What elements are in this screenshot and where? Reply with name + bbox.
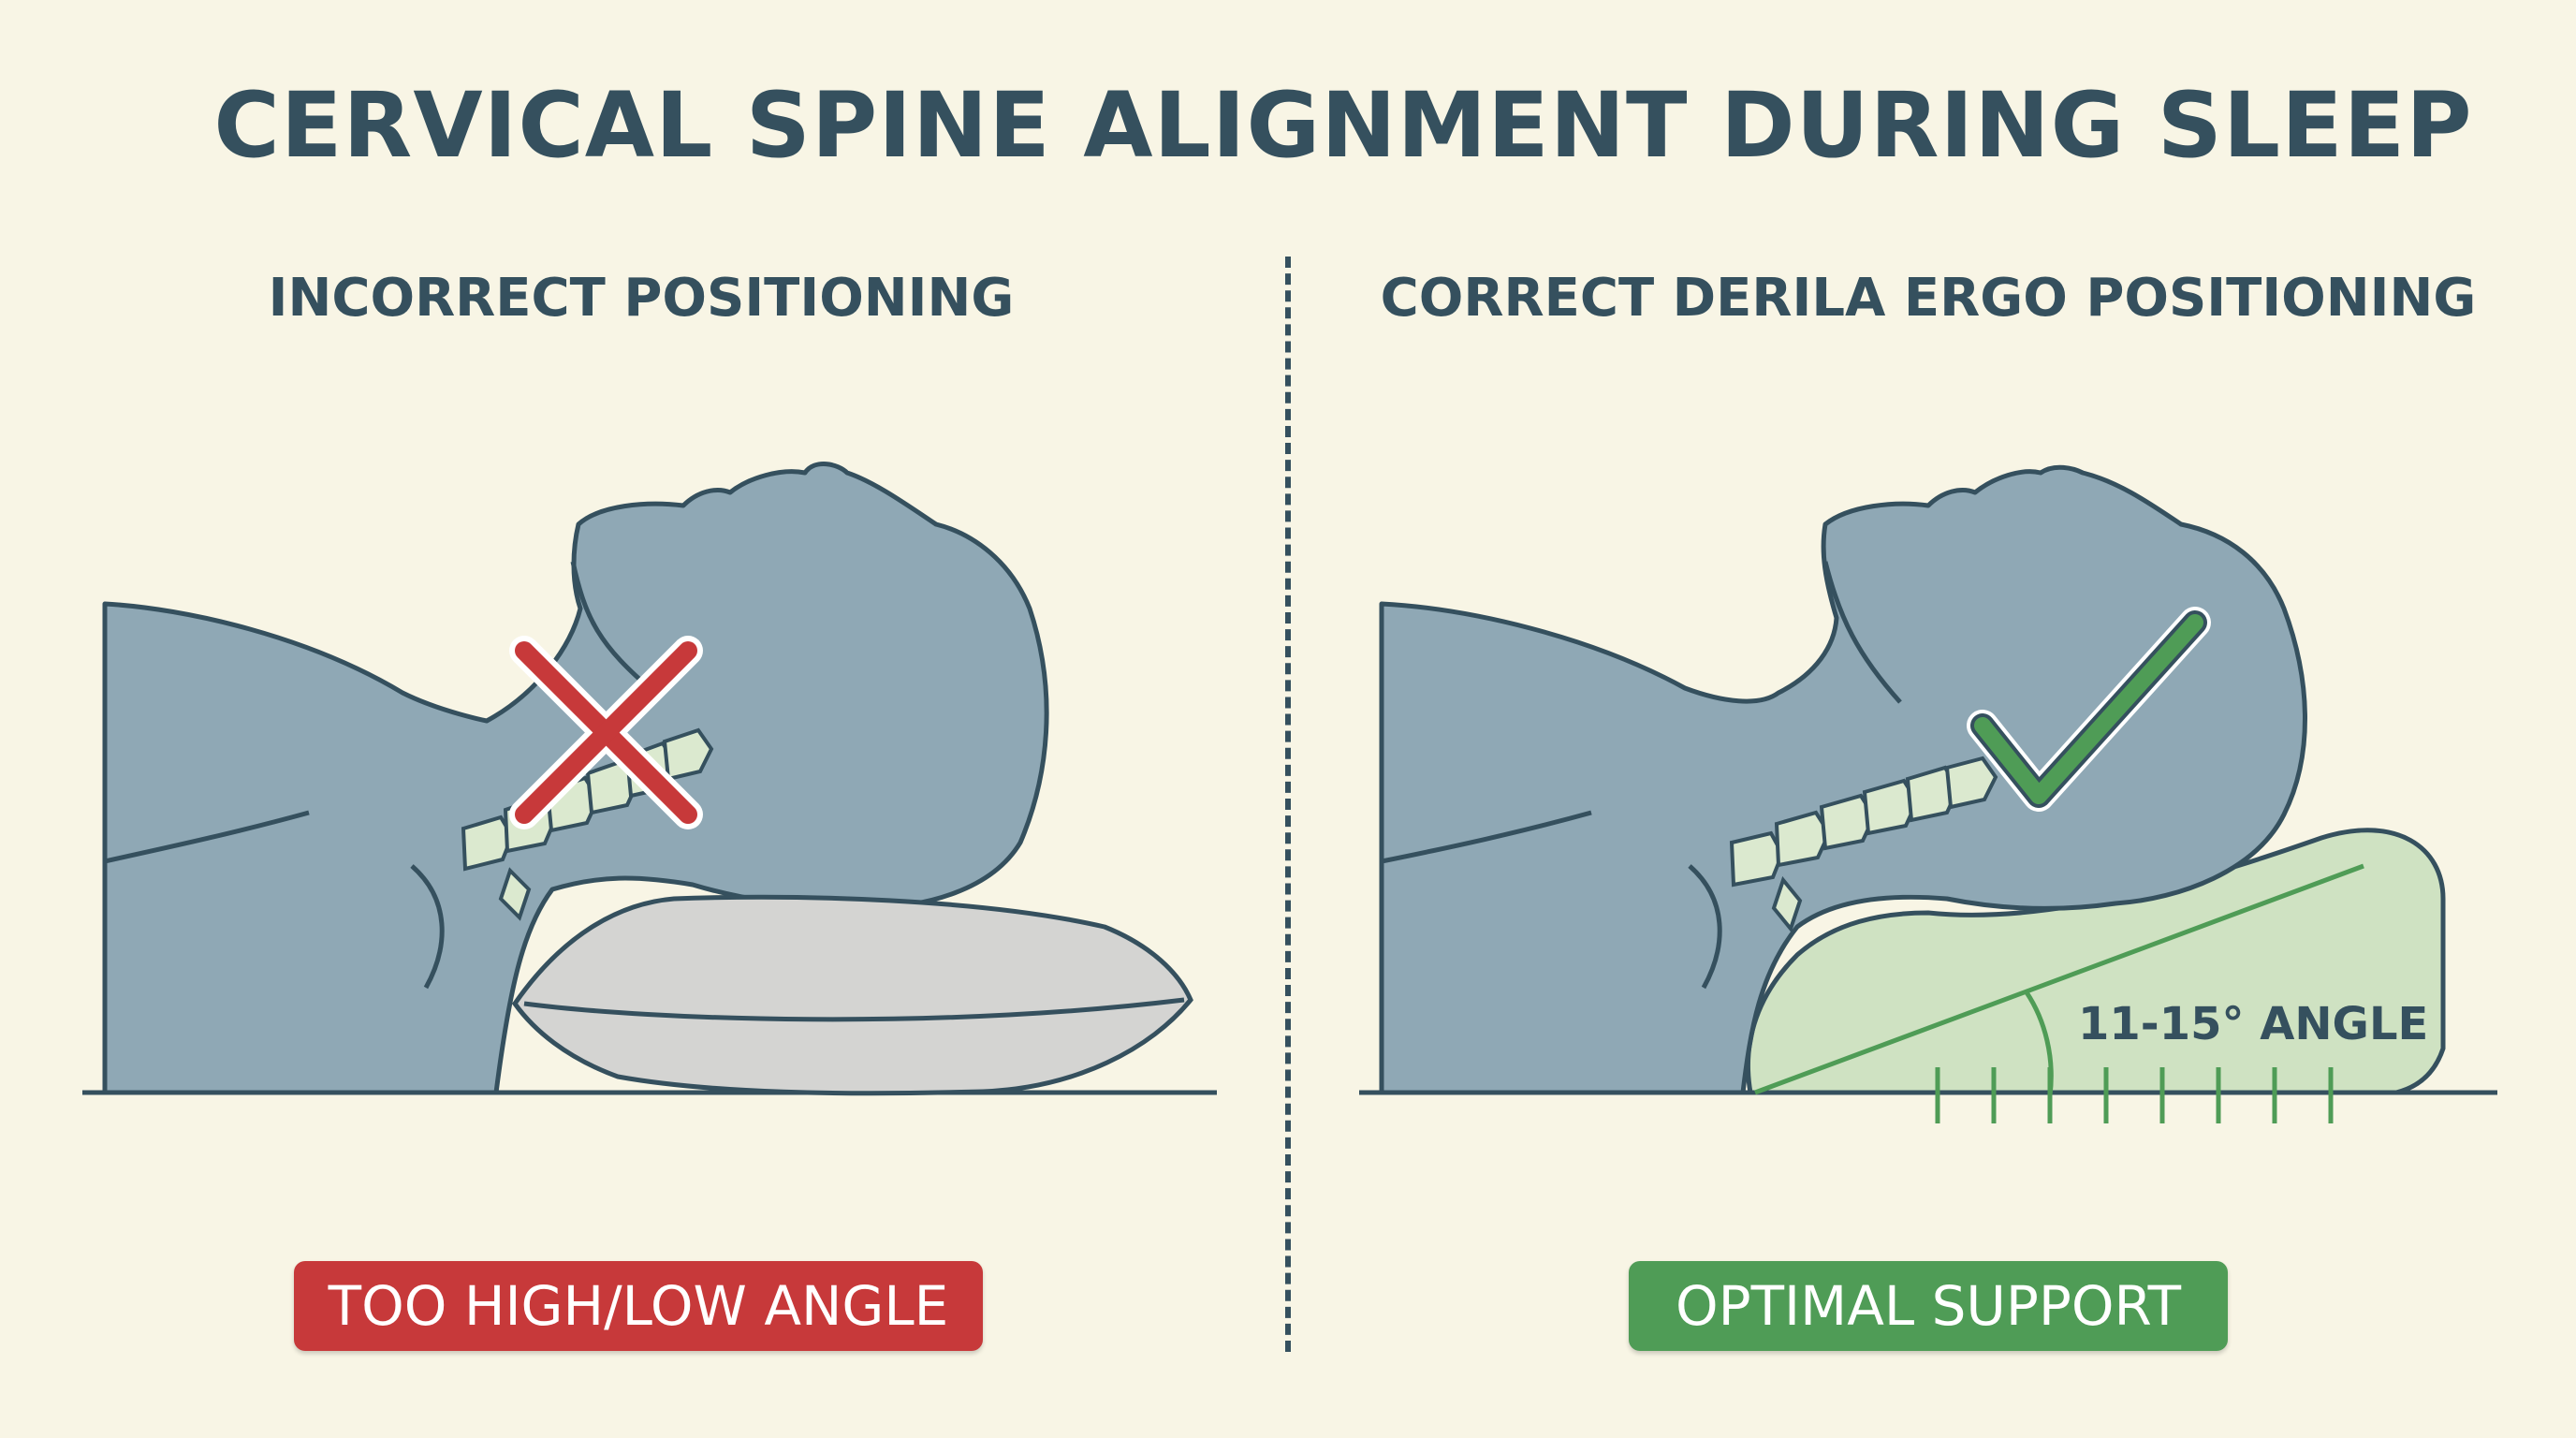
cervical-spine-right	[1729, 756, 1998, 933]
chest-line-left	[104, 810, 310, 864]
pillow-flat	[511, 894, 1193, 1096]
dashed-divider	[1285, 257, 1291, 1352]
cross-icon	[509, 636, 703, 829]
pillow-seam	[523, 997, 1185, 1022]
page-title: CERVICAL SPINE ALIGNMENT DURING SLEEP	[213, 73, 2473, 178]
angle-line	[1754, 863, 2364, 1095]
bad-angle-badge: TOO HIGH/LOW ANGLE	[294, 1261, 983, 1351]
person-figure-right	[1379, 464, 2307, 1095]
incorrect-heading: INCORRECT POSITIONING	[268, 268, 1015, 329]
shoulder-line-left	[410, 864, 445, 990]
angle-label: 11-15° ANGLE	[2078, 998, 2428, 1050]
check-icon	[1967, 607, 2211, 812]
optimal-support-badge: OPTIMAL SUPPORT	[1629, 1261, 2228, 1351]
incorrect-illustration	[82, 462, 1217, 1096]
chest-line-right	[1381, 810, 1592, 864]
angle-ticks	[1935, 1067, 2334, 1123]
correct-heading: CORRECT DERILA ERGO POSITIONING	[1380, 268, 2477, 329]
jaw-line-right	[1822, 561, 1902, 704]
correct-illustration: 11-15° ANGLE	[1359, 464, 2497, 1123]
jaw-line-left	[570, 561, 657, 695]
shoulder-line-right	[1688, 864, 1722, 990]
